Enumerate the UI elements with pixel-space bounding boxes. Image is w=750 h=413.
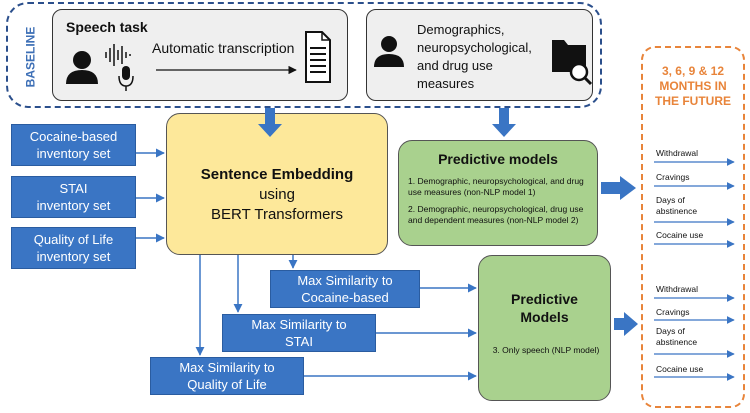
stai-inventory-box: STAI inventory set	[11, 176, 136, 218]
predictive-models-nlp-box	[478, 255, 611, 401]
similarity-label: Max Similarity to	[297, 273, 393, 288]
predictive-models-nlp-title: Predictive Models	[478, 290, 611, 326]
inventory-label: Cocaine-based	[29, 129, 118, 144]
future-title: 3, 6, 9 & 12 MONTHS IN THE FUTURE	[645, 64, 741, 109]
outcome-cravings: Cravings	[656, 172, 690, 182]
person-icon	[374, 36, 404, 67]
inventory-label: inventory set	[36, 198, 111, 213]
outcome-days-of-abstinence: Days of abstinence	[656, 326, 698, 347]
automatic-transcription-label: Automatic transcription	[152, 40, 295, 56]
predictive-title-line: Models	[520, 309, 569, 325]
outcome-cravings: Cravings	[656, 307, 690, 317]
embedding-model: BERT Transformers	[211, 206, 343, 223]
quality-of-life-inventory-box: Quality of Life inventory set	[11, 227, 136, 269]
demographics-line: Demographics,	[417, 22, 505, 37]
nlp-model-item: 3. Only speech (NLP model)	[492, 345, 600, 355]
outcome-days-of-abstinence: Days of abstinence	[656, 195, 698, 216]
inventory-label: STAI	[59, 181, 88, 196]
predictive-title-line: Predictive	[511, 291, 578, 307]
similarity-label: Max Similarity to	[179, 360, 275, 375]
non-nlp-model-1: 1. Demographic, neuropsychological, and …	[408, 176, 584, 197]
outcome-withdrawal: Withdrawal	[656, 284, 699, 294]
non-nlp-model-2: 2. Demographic, neuropsychological, drug…	[408, 204, 584, 225]
similarity-stai-box: Max Similarity to STAI	[222, 314, 376, 352]
down-arrow-demographics	[492, 108, 516, 137]
down-arrow-speech	[258, 108, 282, 137]
right-arrow-models-2	[614, 312, 638, 336]
speech-task-title: Speech task	[66, 19, 148, 35]
embedding-title: Sentence Embedding	[200, 166, 354, 183]
outcome-cocaine-use: Cocaine use	[656, 364, 704, 374]
person-icon	[66, 51, 98, 84]
waveform-icon	[105, 44, 131, 66]
future-title-line: 3, 6, 9 & 12	[661, 64, 725, 78]
demographics-line: measures	[417, 76, 475, 91]
future-title-line: MONTHS IN	[659, 79, 727, 93]
sentence-embedding-box	[166, 113, 388, 255]
predictive-models-box	[398, 140, 598, 246]
right-arrow-models-1	[601, 176, 636, 200]
cocaine-inventory-box: Cocaine-based inventory set	[11, 124, 136, 166]
microphone-icon	[118, 66, 134, 91]
inventory-label: Quality of Life	[33, 232, 114, 247]
baseline-frame	[6, 2, 602, 108]
predictive-models-title: Predictive models	[438, 151, 558, 167]
demographics-text: Demographics, neuropsychological, and dr…	[417, 21, 557, 93]
similarity-label: Quality of Life	[187, 377, 267, 392]
similarity-label: Max Similarity to	[251, 317, 347, 332]
similarity-label: STAI	[285, 334, 313, 349]
inventory-label: inventory set	[36, 249, 111, 264]
speech-task-box	[52, 9, 348, 101]
inventory-label: inventory set	[36, 146, 111, 161]
demographics-line: neuropsychological,	[417, 40, 532, 55]
demographics-line: and drug use	[417, 58, 493, 73]
future-title-line: THE FUTURE	[655, 94, 731, 108]
sentence-embedding-text: Sentence Embedding using BERT Transforme…	[170, 165, 384, 225]
similarity-cocaine-box: Max Similarity to Cocaine-based	[270, 270, 420, 308]
folder-search-icon	[552, 40, 593, 86]
outcome-cocaine-use: Cocaine use	[656, 230, 704, 240]
similarity-quality-of-life-box: Max Similarity to Quality of Life	[150, 357, 304, 395]
document-icon	[305, 31, 331, 83]
similarity-label: Cocaine-based	[301, 290, 389, 305]
embedding-using: using	[259, 186, 295, 203]
future-frame	[641, 46, 745, 408]
outcome-withdrawal: Withdrawal	[656, 148, 699, 158]
